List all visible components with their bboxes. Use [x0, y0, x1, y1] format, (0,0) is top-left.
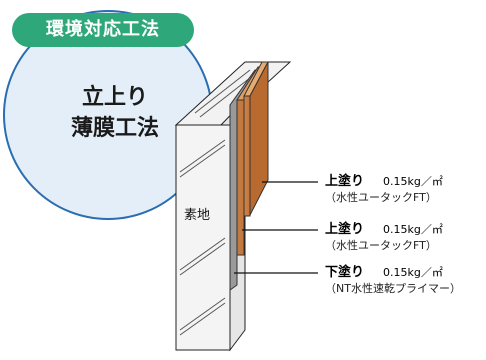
topcoat-layer-2-front: [243, 95, 251, 217]
substrate-top-hatching: [194, 69, 256, 118]
substrate-label: 素地: [184, 208, 211, 223]
layer-label-topcoat-1: 上塗り 0.15kg／㎡ （水性ユータックFT）: [325, 222, 485, 256]
layer-product: （水性ユータックFT）: [325, 239, 437, 252]
layer-label-primer: 下塗り 0.15kg／㎡ （NT水性速乾プライマー）: [325, 265, 485, 299]
layer-name: 上塗り: [325, 222, 365, 237]
leader-lines: [234, 181, 318, 274]
substrate-front-face: [175, 124, 231, 351]
layer-name: 上塗り: [325, 174, 365, 189]
layer-label-topcoat-2: 上塗り 0.15kg／㎡ （水性ユータックFT）: [325, 174, 485, 208]
layer-amount: 0.15kg／㎡: [383, 223, 443, 236]
method-title: 立上り 薄膜工法: [40, 82, 190, 144]
topcoat-layer-1-front: [236, 99, 245, 256]
substrate-hatching: [179, 139, 226, 336]
layer-name: 下塗り: [325, 265, 365, 280]
layer-amount: 0.15kg／㎡: [383, 266, 443, 279]
layer-product: （水性ユータックFT）: [325, 191, 437, 204]
method-title-line1: 立上り: [81, 85, 148, 110]
method-title-line2: 薄膜工法: [70, 116, 159, 141]
layer-product: （NT水性速乾プライマー）: [325, 282, 461, 295]
layer-amount: 0.15kg／㎡: [383, 175, 443, 188]
method-tag: 環境対応工法: [12, 13, 194, 47]
